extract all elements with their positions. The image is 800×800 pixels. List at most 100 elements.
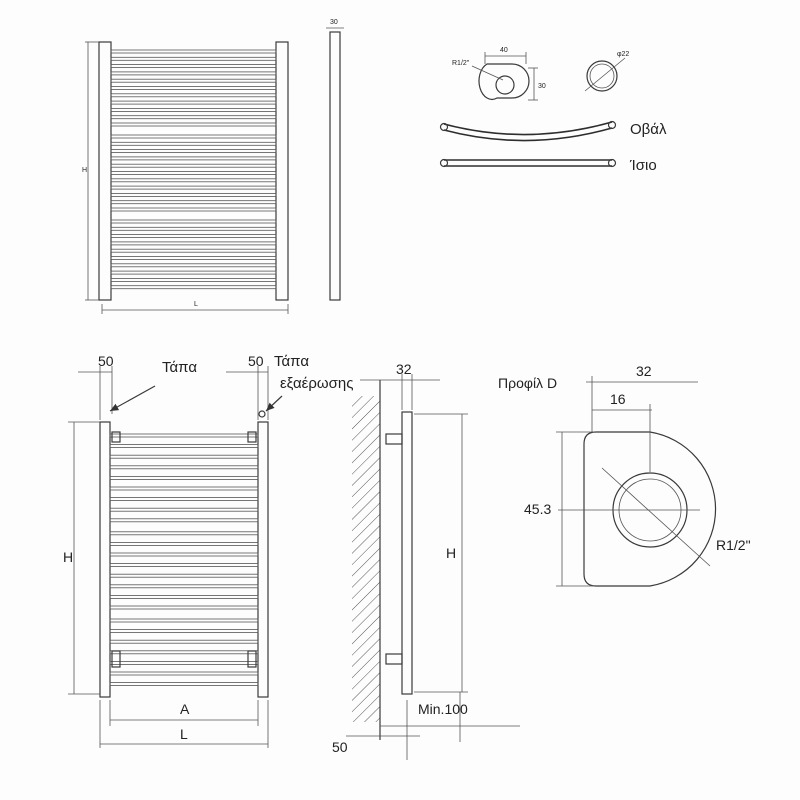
bottom-rail [109,650,259,655]
plug-label: Τάπα [162,359,197,376]
top-rail [110,115,277,120]
top-left-fitting [111,431,121,443]
bottom-rail [109,584,259,589]
min-distance-label: Min.100 [418,701,468,717]
a-label: A [180,701,190,717]
top-rail [110,234,277,239]
bottom-rail [109,433,259,438]
top-rail [110,178,277,183]
top-bracket [385,433,403,445]
curved-rail-lower [443,127,613,142]
side-collector-bottom [401,411,413,695]
bottom-right-fitting [247,650,257,668]
small-profile-bore [495,75,515,95]
top-rail [110,263,277,268]
right-collector-top [275,41,289,301]
bottom-rail [109,475,259,480]
curved-rail-end-right [607,120,617,130]
top-rail [110,256,277,260]
side-h-label: H [446,545,456,561]
small-thread-label: R1/2" [452,60,470,67]
top-rail [110,71,277,76]
curved-rail-upper [443,121,613,136]
top-rail [110,49,277,54]
bottom-left-offset: 50 [98,353,114,369]
top-rail [110,219,277,224]
small-profile-shape [478,63,530,101]
top-front-view: H L [82,41,289,314]
top-rail [110,141,277,146]
bottom-h-label: H [63,549,73,565]
side-bar-top [329,31,341,301]
bottom-rail [109,542,259,546]
top-rail [110,248,277,253]
top-rail [110,78,277,83]
top-rail [110,64,277,68]
top-rail [110,171,277,175]
profile-d-width-label: 32 [636,363,652,379]
bottom-rails [109,433,259,686]
top-rail [110,156,277,161]
right-collector-bottom [257,421,269,698]
bottom-rail [109,497,259,502]
vent-plug [258,410,266,418]
top-rail [110,226,277,231]
bottom-rail [109,454,259,459]
vent-label-line1: Τάπα [274,353,309,370]
round-profile-inner [589,63,615,89]
bottom-rail [109,595,259,599]
bottom-left-fitting [111,650,121,668]
rail-types: Οβάλ Ίσιο [439,120,667,174]
bottom-rail [109,605,259,610]
top-h-label: H [82,167,87,174]
top-rail [110,285,277,290]
top-rails [110,49,277,290]
side-depth-label: 32 [396,361,412,377]
top-side-view: 30 [326,19,344,301]
bottom-rail [109,671,259,676]
curved-rail-label: Οβάλ [630,121,667,138]
thread-leader [601,467,711,567]
bottom-rail [109,573,259,578]
bottom-rail [109,639,259,644]
bottom-rail [109,563,259,567]
wall-hatch [352,396,380,722]
round-diameter-label: φ22 [617,51,629,58]
top-rail [110,134,277,139]
profile-d-shape [583,431,717,587]
small-height-label: 30 [538,83,546,90]
top-rail [110,93,277,98]
top-rail [110,185,277,190]
vent-label-line2: εξαέρωσης [280,375,353,392]
bottom-bracket [385,653,403,665]
straight-rail-label: Ίσιο [629,157,657,174]
bottom-rail [109,552,259,557]
bottom-rail [109,682,259,686]
top-rail [110,270,277,275]
profile-d-thread-label: R1/2" [716,537,751,553]
bottom-rail [109,465,259,470]
left-collector-bottom [99,421,111,698]
bottom-right-offset: 50 [248,353,264,369]
bottom-rail [109,486,259,491]
top-rail [110,241,277,246]
top-l-label: L [194,301,198,308]
bottom-rail [109,629,259,633]
top-rail [110,149,277,154]
straight-rail-end-right [607,158,617,168]
bottom-rail [109,507,259,512]
l-label: L [180,726,188,742]
profile-d-title: Προφίλ D [498,375,557,391]
small-width-label: 40 [500,47,508,54]
profile-d-height-label: 45.3 [524,501,551,517]
profile-d-inner-label: 16 [610,391,626,407]
round-profile-shape [586,60,618,92]
top-rail [110,100,277,105]
top-side-width-label: 30 [330,19,338,26]
bottom-rail [109,444,259,449]
top-rail [110,122,277,127]
wall-offset-label: 50 [332,739,348,755]
bottom-rail [109,518,259,523]
